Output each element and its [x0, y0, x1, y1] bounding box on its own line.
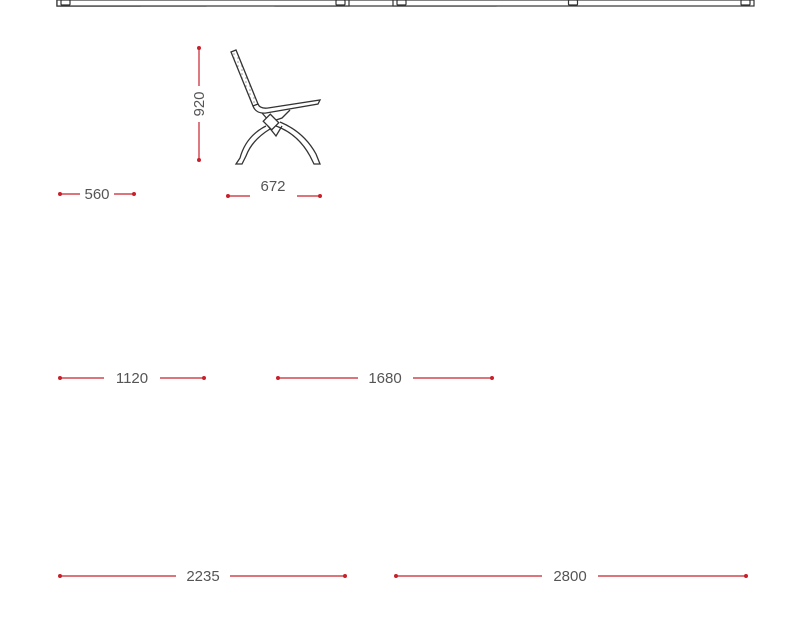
- bench-leg: [60, 0, 71, 6]
- width-label-three-seat: 1680: [368, 370, 401, 387]
- bench-leg: [567, 0, 579, 6]
- bench-leg: [335, 0, 346, 6]
- width-dimension-two-seat: 1120: [58, 370, 206, 387]
- width-dimension-five-seat: 2800: [394, 568, 748, 585]
- four-seat-bench-drawing: [56, 0, 350, 7]
- bench-leg: [396, 0, 407, 6]
- five-seat-bench-drawing: [392, 0, 755, 7]
- five-seat-bench-view: 2800: [392, 0, 755, 585]
- width-dimension-four-seat: 2235: [58, 568, 347, 585]
- width-label-five-seat: 2800: [553, 568, 586, 585]
- depth-dimension: 672: [226, 178, 322, 198]
- four-seat-bench-view: 2235: [56, 0, 350, 585]
- depth-label: 672: [260, 178, 285, 195]
- single-chair-front-view: 560: [56, 0, 141, 203]
- height-label: 920: [191, 91, 208, 116]
- three-seat-bench-view: 1680: [274, 0, 497, 387]
- leg-foot: [567, 0, 579, 6]
- height-dimension: 920: [191, 46, 208, 162]
- support-beam: [56, 0, 350, 7]
- leg-foot: [396, 0, 407, 6]
- bench-leg: [740, 0, 751, 6]
- width-label-two-seat: 1120: [116, 370, 148, 387]
- chair-side-view: 920 672: [191, 46, 322, 198]
- side-profile-drawing: [230, 49, 322, 165]
- leg-foot: [740, 0, 751, 6]
- width-dimension-three-seat: 1680: [276, 370, 494, 387]
- leg-foot: [60, 0, 71, 6]
- width-label-four-seat: 2235: [186, 568, 219, 585]
- width-label-single: 560: [84, 186, 109, 203]
- leg-foot: [335, 0, 346, 6]
- width-dimension-single: 560: [58, 186, 136, 203]
